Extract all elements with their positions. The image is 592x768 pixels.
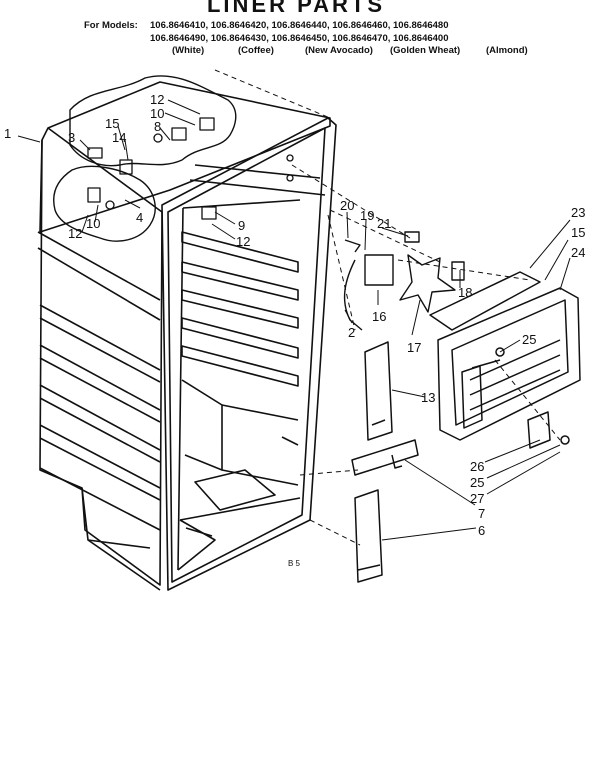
callout-19: 19 — [360, 208, 374, 223]
color-white: (White) — [172, 45, 205, 56]
explosion-lines — [214, 69, 561, 546]
channel-strip — [354, 489, 383, 583]
callout-8: 8 — [154, 119, 161, 134]
callout-numbers: 1 12 10 15 8 3 14 4 12 10 9 12 20 19 21 … — [4, 92, 585, 568]
callout-18: 18 — [458, 285, 472, 300]
footnote-b5: B 5 — [288, 559, 301, 568]
air-duct-plate — [364, 341, 393, 441]
callout-16: 16 — [372, 309, 386, 324]
callout-12-top: 12 — [150, 92, 164, 107]
color-almond: (Almond) — [486, 45, 528, 56]
callout-10-top: 10 — [150, 106, 164, 121]
liner-front-flange — [161, 117, 337, 591]
evaporator-cover — [429, 271, 581, 441]
callout-25-lower: 25 — [470, 475, 484, 490]
callout-27: 27 — [470, 491, 484, 506]
callout-6: 6 — [478, 523, 485, 538]
insulation-patches — [53, 75, 237, 242]
cabinet-liner — [37, 81, 331, 591]
callout-9: 9 — [238, 218, 245, 233]
callout-10-left: 10 — [86, 216, 100, 231]
callout-23: 23 — [571, 205, 585, 220]
baffle-strip — [351, 439, 419, 476]
hinge-bracket — [527, 411, 570, 449]
hardware-bits — [87, 117, 294, 220]
callout-26: 26 — [470, 459, 484, 474]
callout-13: 13 — [421, 390, 435, 405]
models-line-1: 106.8646410, 106.8646420, 106.8646440, 1… — [150, 20, 449, 31]
models-line-2: 106.8646490, 106.8646430, 106.8646450, 1… — [150, 33, 449, 44]
callout-12-left: 12 — [68, 226, 82, 241]
models-prefix: For Models: — [84, 20, 138, 31]
callout-4: 4 — [136, 210, 143, 225]
color-coffee: (Coffee) — [238, 45, 274, 56]
callout-15-right: 15 — [571, 225, 585, 240]
callout-25-upper: 25 — [522, 332, 536, 347]
callout-12-right: 12 — [236, 234, 250, 249]
callout-17: 17 — [407, 340, 421, 355]
callout-24: 24 — [571, 245, 585, 260]
diagram-title: LINER PARTS — [206, 0, 386, 17]
callout-20: 20 — [340, 198, 354, 213]
callout-7: 7 — [478, 506, 485, 521]
fan-motor-assembly — [343, 231, 465, 331]
callout-21: 21 — [377, 216, 391, 231]
callout-15-left: 15 — [105, 116, 119, 131]
color-new-avocado: (New Avocado) — [305, 45, 373, 56]
callout-2: 2 — [348, 325, 355, 340]
color-golden-wheat: (Golden Wheat) — [390, 45, 461, 56]
leader-lines — [17, 99, 571, 541]
callout-1: 1 — [4, 126, 11, 141]
callout-14: 14 — [112, 130, 126, 145]
callout-3: 3 — [68, 130, 75, 145]
